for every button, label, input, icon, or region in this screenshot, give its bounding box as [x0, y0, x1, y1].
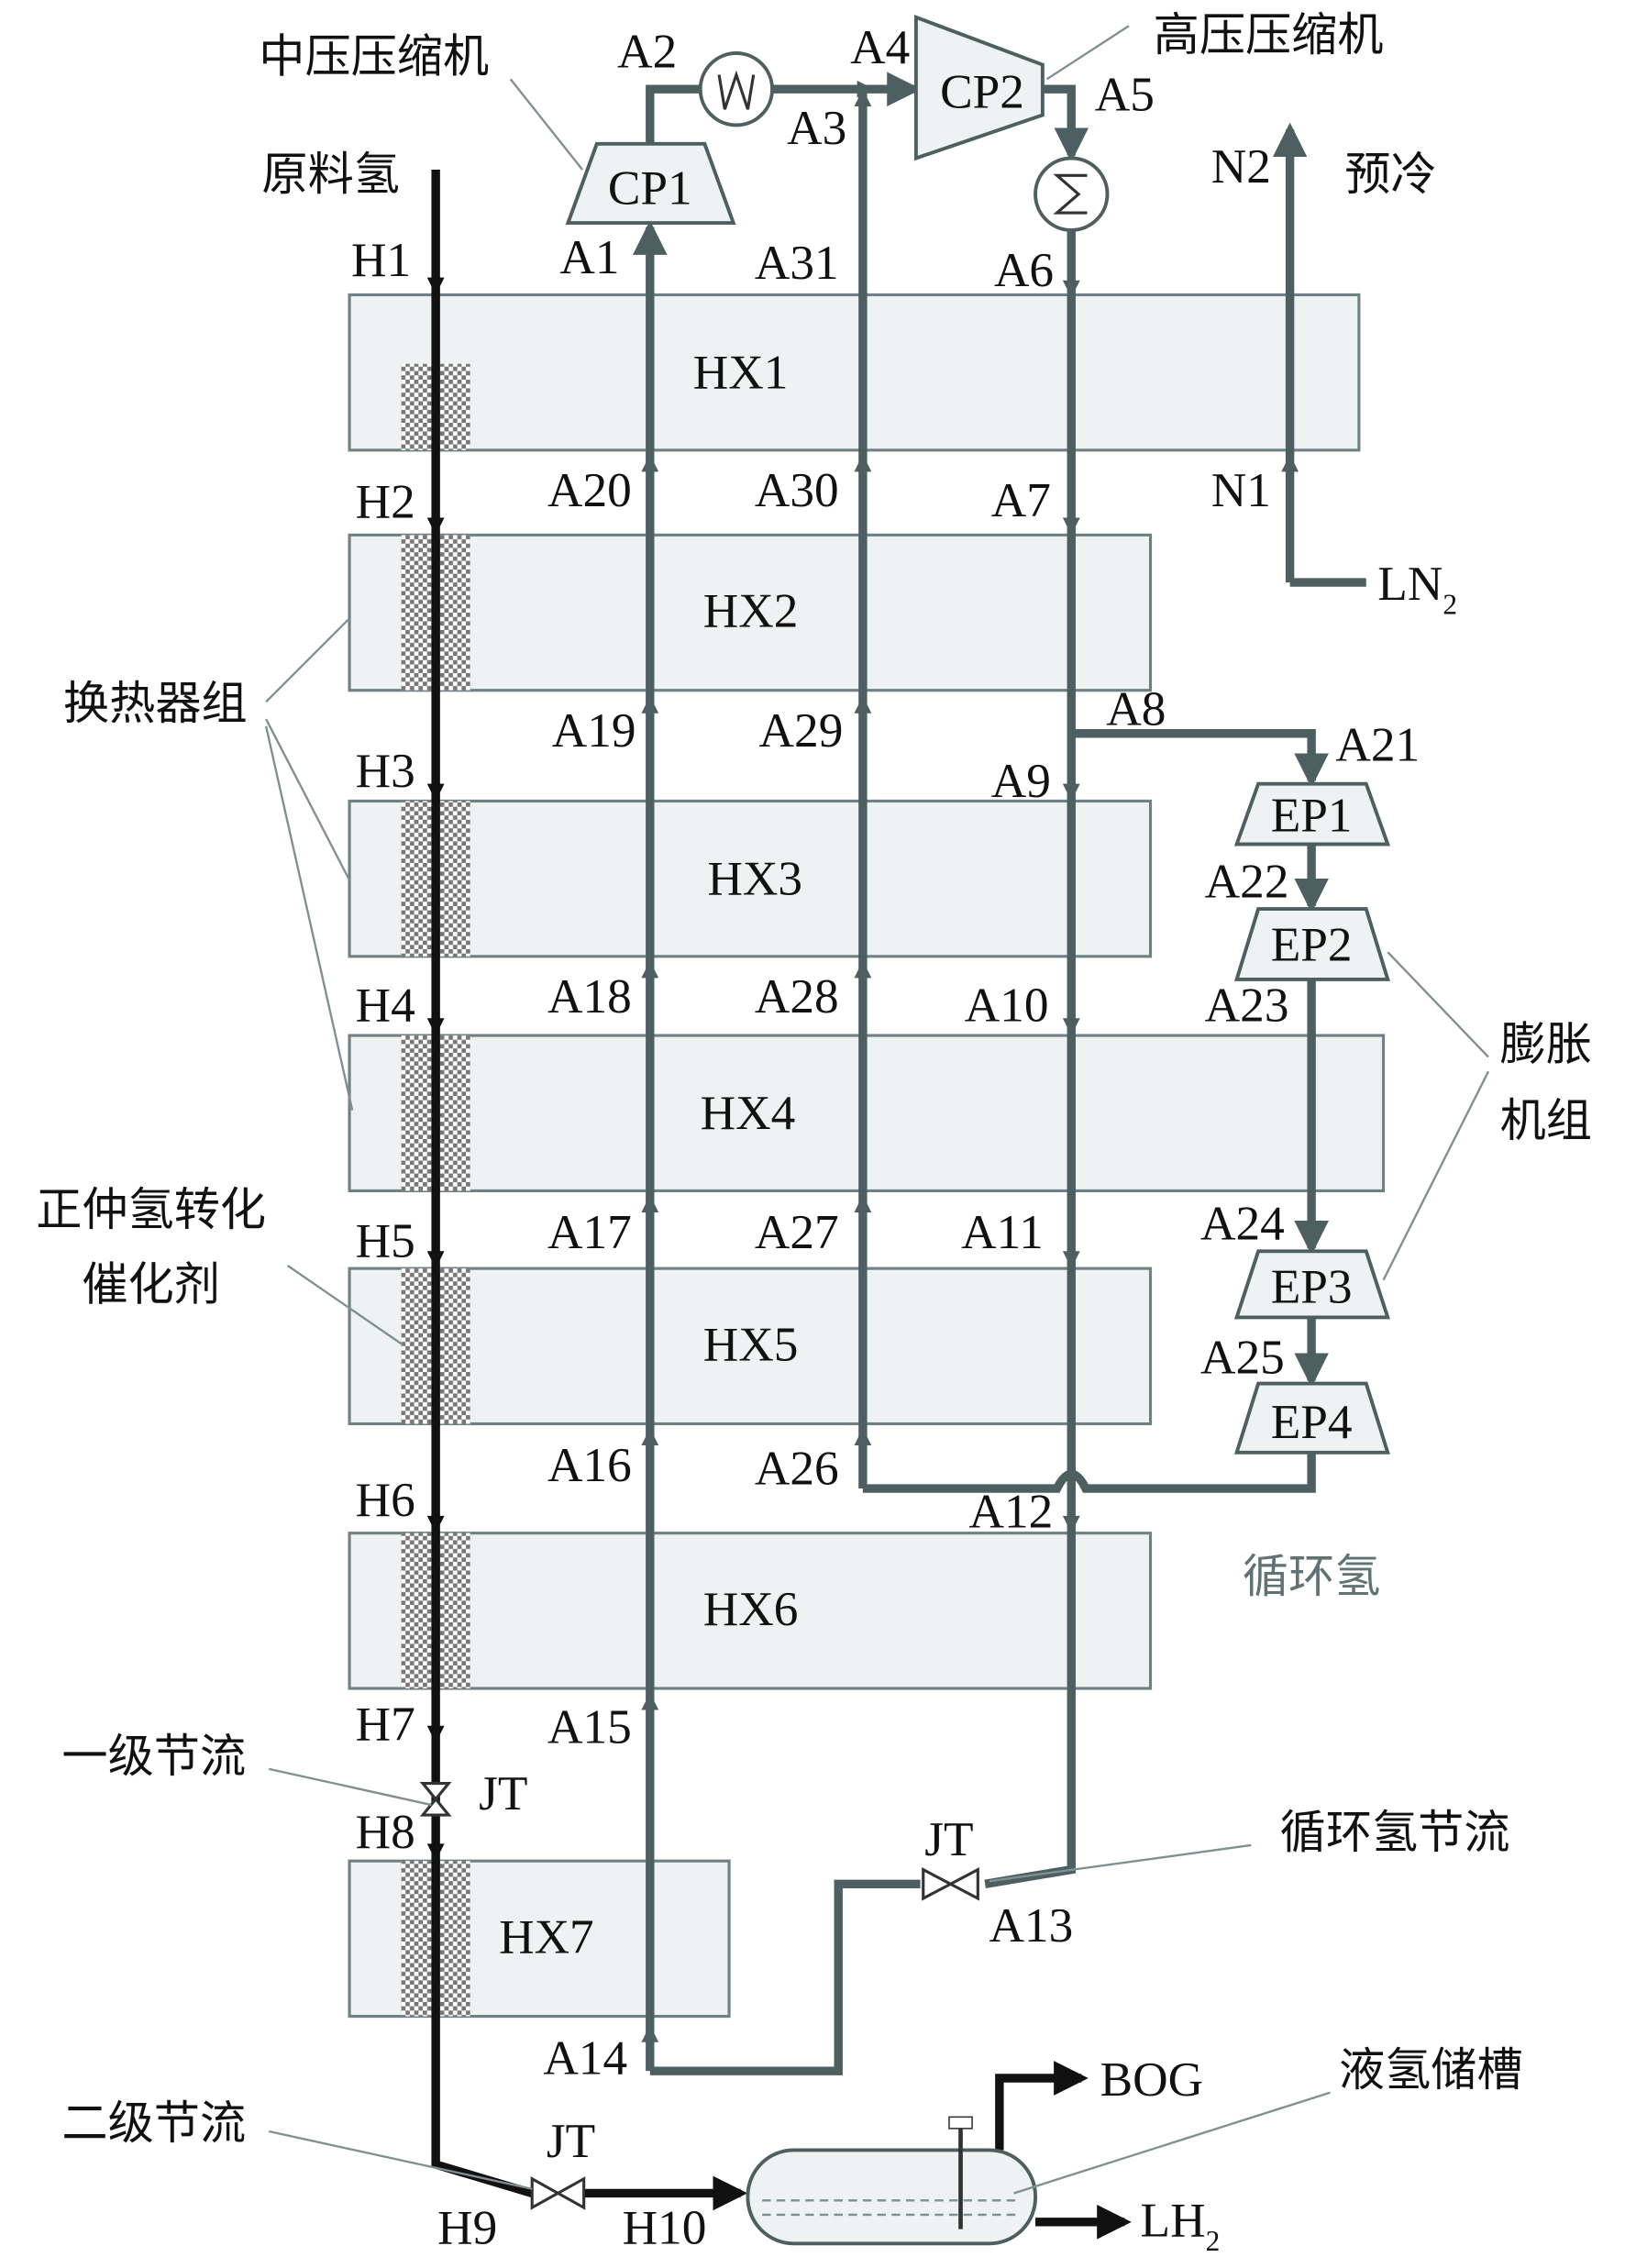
stream-label: N1 [1211, 462, 1271, 517]
hx1-box [348, 293, 1361, 452]
stream-label: H7 [356, 1696, 415, 1751]
mp-compressor-annotation: 中压压缩机 [259, 28, 489, 83]
jt-valve-3-icon [922, 1867, 979, 1901]
stream-label: A1 [559, 229, 619, 284]
expander-group-annotation-2: 机组 [1500, 1093, 1592, 1147]
catalyst-annotation: 正仲氢转化 [36, 1182, 266, 1236]
ep2-expander [1233, 907, 1390, 981]
stream-label: H6 [356, 1472, 415, 1527]
feed-hydrogen-line [426, 170, 1132, 2240]
ep1-label: EP1 [1271, 787, 1353, 842]
jt-valve-2-icon [530, 2176, 586, 2210]
ep1-expander [1233, 781, 1391, 846]
stream-label: A15 [547, 1699, 632, 1754]
stream-label: A29 [759, 703, 844, 758]
heat-exchangers [348, 293, 1386, 2019]
catalyst-annotation-2: 催化剂 [82, 1257, 220, 1311]
throttle-2-annotation: 二级节流 [61, 2096, 246, 2150]
hx-group-annotation: 换热器组 [63, 676, 248, 730]
stream-label: A10 [965, 977, 1049, 1032]
ep3-expander [1233, 1249, 1390, 1320]
stream-labels: H1 H2 H3 H4 H5 H6 H7 H8 H9 H10 A1 A2 A3 … [351, 19, 1420, 2254]
stream-label: A12 [969, 1483, 1054, 1538]
hx5-label: HX5 [703, 1316, 799, 1371]
stream-label: H4 [356, 977, 415, 1032]
intercooler-icon [698, 51, 775, 127]
stream-label: A26 [755, 1440, 839, 1495]
stream-label: A4 [850, 19, 910, 74]
lh2-label: LH2 [1141, 2193, 1221, 2258]
stream-label: A5 [1095, 67, 1155, 122]
precool-annotation: 预冷 [1344, 147, 1436, 201]
stream-label: A14 [543, 2030, 627, 2085]
feed-hydrogen-annotation: 原料氢 [261, 147, 400, 201]
throttle-1-annotation: 一级节流 [61, 1729, 246, 1783]
hx6-box [348, 1532, 1153, 1690]
lh2-tank-annotation: 液氢储槽 [1339, 2042, 1523, 2097]
stream-label: H5 [356, 1213, 415, 1268]
hx2-box [348, 533, 1153, 692]
cp1-compressor [565, 141, 736, 226]
hx3-box [348, 799, 1153, 958]
stream-label: H1 [351, 232, 411, 287]
cp2-compressor [913, 14, 1045, 161]
ep4-label: EP4 [1271, 1394, 1353, 1449]
flow-arrows [641, 80, 1299, 2042]
hx4-label: HX4 [701, 1085, 796, 1140]
stream-label: A19 [552, 703, 636, 758]
cp1-label: CP1 [608, 160, 692, 216]
stream-label: N2 [1211, 138, 1271, 194]
aftercooler-icon [1034, 156, 1110, 232]
hx5-box [348, 1267, 1153, 1426]
stream-label: A30 [755, 462, 839, 517]
stream-label: A28 [755, 968, 839, 1023]
ep2-label: EP2 [1271, 917, 1353, 972]
stream-label: H3 [356, 743, 415, 798]
leader-lines [264, 25, 1490, 2195]
hp-compressor-annotation: 高压压缩机 [1154, 7, 1384, 61]
ep4-expander [1233, 1381, 1390, 1455]
jt-valve-1-icon [419, 1781, 452, 1817]
bog-label: BOG [1100, 2052, 1204, 2107]
stream-label: H8 [356, 1804, 415, 1859]
stream-label: A13 [989, 1897, 1073, 1953]
stream-label: H9 [437, 2199, 497, 2254]
ep3-label: EP3 [1271, 1259, 1353, 1314]
stream-label: A9 [991, 753, 1051, 808]
stream-label: A27 [755, 1204, 839, 1259]
stream-label: A21 [1335, 717, 1420, 772]
recycle-throttle-annotation: 循环氢节流 [1280, 1805, 1510, 1859]
stream-label: A20 [547, 462, 632, 517]
stream-label: A2 [617, 24, 677, 79]
jt2-label: JT [547, 2113, 595, 2168]
stream-label: A22 [1205, 854, 1289, 909]
stream-label: A16 [547, 1437, 632, 1492]
stream-label: A18 [547, 968, 632, 1023]
stream-label: A31 [755, 235, 839, 290]
stream-label: A23 [1205, 977, 1289, 1032]
stream-label: H2 [356, 474, 415, 529]
stream-label: A17 [547, 1204, 632, 1259]
hx1-label: HX1 [693, 344, 789, 399]
hx2-label: HX2 [703, 583, 799, 638]
ln2-label: LN2 [1377, 556, 1457, 621]
cp2-label: CP2 [940, 64, 1024, 119]
stream-label: A11 [961, 1204, 1044, 1259]
lh2-tank [746, 2116, 1038, 2246]
stream-label: H10 [623, 2199, 707, 2254]
recycle-hydrogen-annotation: 循环氢 [1243, 1549, 1381, 1603]
stream-label: A24 [1200, 1196, 1285, 1251]
jt1-label: JT [479, 1765, 527, 1820]
stream-label: A8 [1106, 680, 1166, 736]
hx7-label: HX7 [499, 1909, 594, 1964]
stream-label: A7 [991, 472, 1051, 527]
jt3-label: JT [924, 1811, 973, 1866]
hx3-label: HX3 [707, 850, 802, 905]
expander-group-annotation: 膨胀 [1500, 1017, 1592, 1071]
stream-label: A3 [787, 100, 846, 155]
stream-label: A25 [1200, 1330, 1285, 1385]
stream-label: A6 [994, 242, 1054, 297]
hx6-label: HX6 [703, 1581, 799, 1636]
